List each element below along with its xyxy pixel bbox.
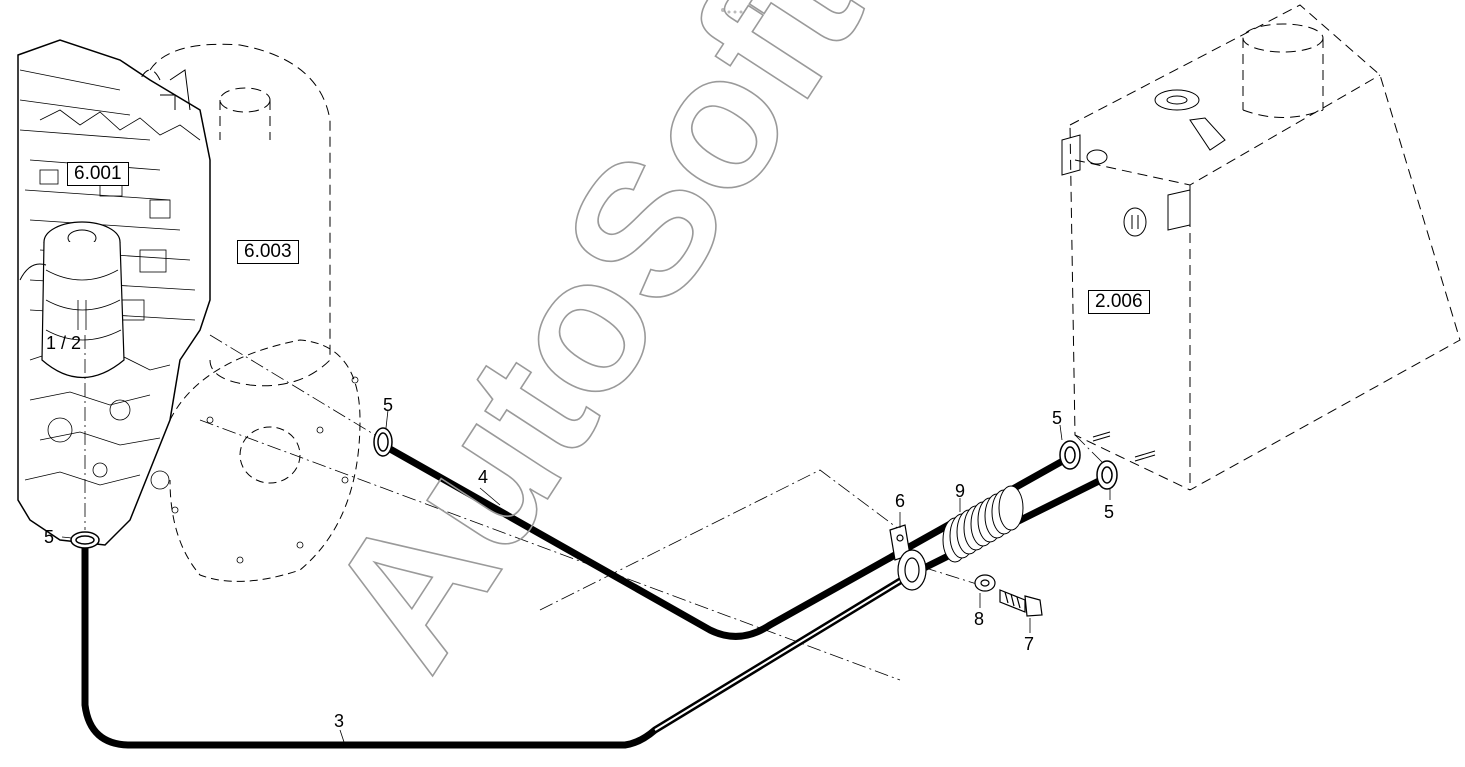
bolt-7: [999, 589, 1043, 617]
spring-sleeve-9: [942, 485, 1024, 563]
watermark: AutoSoft: [287, 0, 902, 702]
callout-5-tank-a: 5: [1052, 408, 1063, 428]
callout-7: 7: [1024, 634, 1035, 654]
engine-assembly: [17, 39, 211, 546]
hose-clamp-5-tank-a: [1059, 440, 1081, 470]
fuel-tank: [1069, 4, 1461, 491]
callout-8: 8: [974, 609, 985, 629]
washer-8: [974, 574, 996, 592]
hose-3-inner: [654, 574, 911, 731]
hose-4: [379, 441, 1072, 640]
ref-box-engine: 6.001: [67, 162, 129, 186]
callout-6: 6: [895, 491, 906, 511]
callout-5-left: 5: [383, 395, 394, 415]
callout-9: 9: [955, 481, 966, 501]
hose-clamp-5-engine: [70, 531, 100, 549]
housing-bolt-holes: [171, 376, 359, 564]
ref-box-air-filter: 6.003: [237, 240, 299, 264]
callout-4: 4: [478, 467, 489, 487]
ref-box-fuel-tank: 2.006: [1088, 290, 1150, 314]
flywheel-housing: [169, 339, 361, 582]
callout-leaders: [61, 409, 1111, 746]
hose-clamp-5-tank-b: [1096, 460, 1118, 490]
hose-3: [81, 474, 1109, 749]
hose-clamp-5-left: [373, 427, 393, 457]
clamp-6: [889, 524, 927, 591]
tank-fittings: [1061, 89, 1226, 462]
callout-5-tank-b: 5: [1104, 502, 1115, 522]
callout-5-engine: 5: [44, 527, 55, 547]
callout-3: 3: [334, 711, 345, 731]
callout-1-2: 1 / 2: [46, 333, 82, 353]
top-glyph-icon: [721, 8, 743, 14]
air-filter: [139, 43, 331, 387]
